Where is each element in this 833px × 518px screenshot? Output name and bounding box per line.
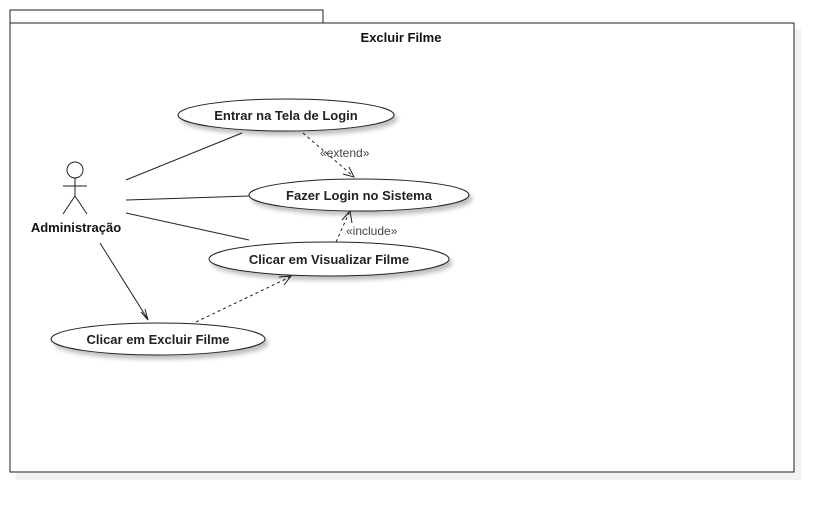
use-case-ellipse <box>177 98 395 132</box>
package-frame[interactable]: Excluir Filme <box>9 9 801 480</box>
use-case-fazer-login[interactable]: Fazer Login no Sistema <box>248 178 470 212</box>
actor-label: Administração <box>31 220 121 235</box>
use-case-excluir-filme[interactable]: Clicar em Excluir Filme <box>50 322 266 356</box>
actor-left-leg <box>62 195 76 215</box>
actor-right-leg <box>74 195 88 215</box>
association-line-visualizar-filme[interactable] <box>125 212 250 241</box>
association-arrowhead <box>140 308 149 321</box>
use-case-label-visualizar-filme: Clicar em Visualizar Filme <box>249 252 409 267</box>
excluir-visualizar-dependency-line[interactable] <box>195 276 291 323</box>
use-case-label-excluir-filme: Clicar em Excluir Filme <box>86 332 229 347</box>
association-line-entrar-login[interactable] <box>125 132 243 181</box>
extend-arrowhead <box>342 166 355 178</box>
package-tab <box>9 9 324 23</box>
extend-dependency-line[interactable] <box>302 132 354 177</box>
use-case-entrar-login[interactable]: Entrar na Tela de Login <box>177 98 395 132</box>
include-dependency-line[interactable] <box>335 212 350 243</box>
excluir-visualizar-arrowhead <box>278 275 293 286</box>
actor-head <box>66 161 84 179</box>
use-case-visualizar-filme[interactable]: Clicar em Visualizar Filme <box>208 241 450 277</box>
use-case-label-fazer-login: Fazer Login no Sistema <box>286 188 433 203</box>
use-case-ellipse <box>208 241 450 277</box>
package-title: Excluir Filme <box>361 30 442 45</box>
actor-administracao[interactable] <box>62 161 88 215</box>
extend-stereotype-label: «extend» <box>320 146 370 160</box>
association-line-fazer-login[interactable] <box>125 195 250 201</box>
use-case-ellipse <box>50 322 266 356</box>
use-case-label-entrar-login: Entrar na Tela de Login <box>214 108 358 123</box>
include-stereotype-label: «include» <box>346 224 398 238</box>
associations <box>99 132 250 321</box>
association-line-excluir-filme[interactable] <box>99 242 148 319</box>
use-case-ellipse <box>248 178 470 212</box>
